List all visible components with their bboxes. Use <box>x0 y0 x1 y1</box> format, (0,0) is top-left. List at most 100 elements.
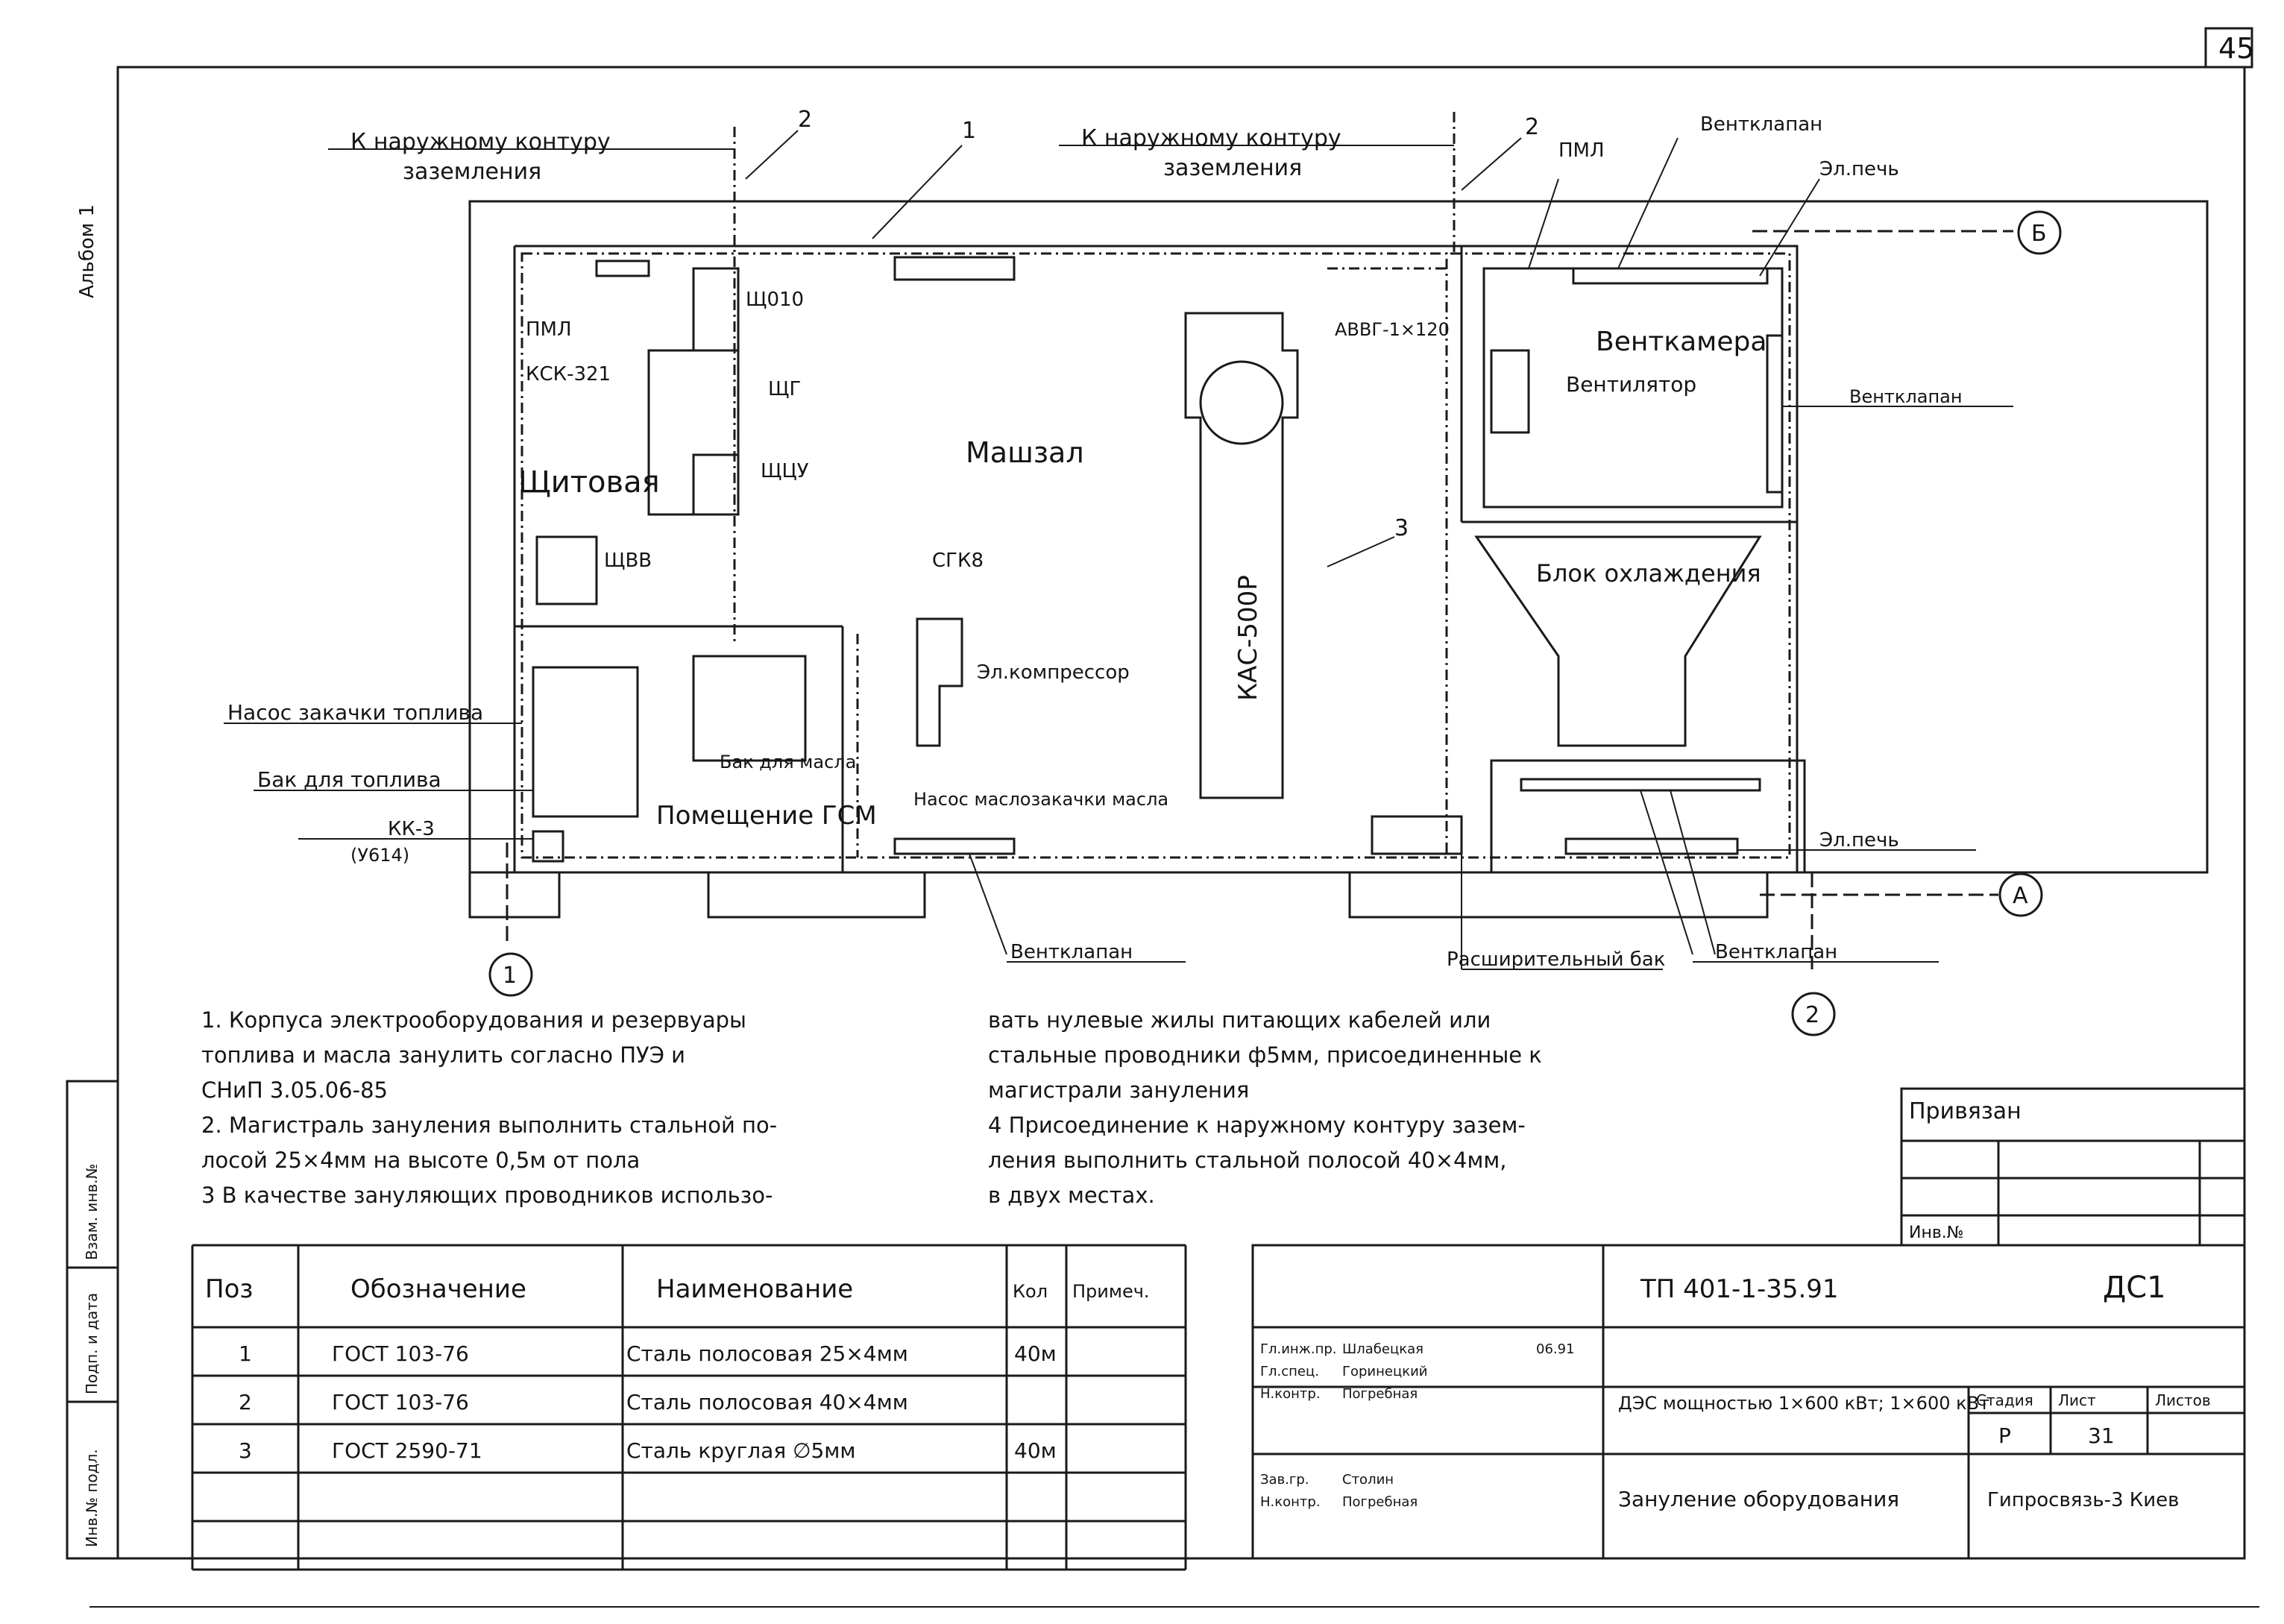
label-compressor: Эл.компрессор <box>977 661 1130 684</box>
spec-cell: Сталь полосовая 40×4мм <box>626 1390 908 1414</box>
spec-table-grid <box>191 1244 1187 1571</box>
spec-cell: 3 <box>239 1438 252 1463</box>
side-stamp-1: Инв.№ подл. <box>83 1449 101 1547</box>
doc-code: ТП 401-1-35.91 <box>1640 1274 1839 1304</box>
note-line: СНиП 3.05.06-85 <box>201 1077 388 1103</box>
outer-contour-right-1: К наружному контуру <box>1081 125 1341 151</box>
spec-cell: ГОСТ 103-76 <box>332 1341 469 1366</box>
organization: Гипросвязь-3 Киев <box>1987 1489 2179 1511</box>
label-stove-bottom: Эл.печь <box>1819 829 1899 852</box>
notes-left: 1. Корпуса электрооборудования и резерву… <box>201 1003 777 1213</box>
axis-1-marker <box>488 952 533 997</box>
building-outline <box>468 200 2209 874</box>
label-fan: Вентилятор <box>1566 372 1696 397</box>
notes-right: вать нулевые жилы питающих кабелей или с… <box>988 1003 1542 1213</box>
sheet-frame <box>116 66 2246 1560</box>
label-pump-oil: Насос маслозакачки масла <box>913 789 1168 810</box>
label-valve-top: Вентклапан <box>1700 113 1822 136</box>
side-stamp-2: Подп. и дата <box>83 1293 101 1394</box>
spec-header: Кол <box>1013 1281 1048 1302</box>
label-oil-tank: Бак для масла <box>720 752 856 772</box>
inv-label: Инв.№ <box>1909 1224 1964 1242</box>
label-kk-code: (У614) <box>350 845 409 866</box>
note-line: в двух местах. <box>988 1183 1155 1208</box>
compressor <box>916 617 963 747</box>
label-pml-left: ПМЛ <box>526 318 572 341</box>
sheet-title: Зануление оборудования <box>1618 1487 1899 1511</box>
pos-1: 1 <box>962 118 976 144</box>
sheet-no-value: 31 <box>2088 1423 2115 1448</box>
room-ventchamber: Венткамера <box>1596 327 1767 357</box>
side-stamp <box>66 1080 119 1560</box>
axis-2: 2 <box>1805 1002 1819 1028</box>
note-line: 1. Корпуса электрооборудования и резерву… <box>201 1007 746 1033</box>
note-line: 4 Присоединение к наружному контуру зазе… <box>988 1112 1526 1138</box>
inner-wall <box>513 245 1799 872</box>
spec-cell: Сталь круглая ∅5мм <box>626 1438 856 1463</box>
outer-contour-right-2: заземления <box>1163 155 1302 181</box>
sig-name-1: Шлабецкая <box>1342 1341 1423 1357</box>
spec-cell: ГОСТ 103-76 <box>332 1390 469 1414</box>
sig-role-2: Гл.спец. <box>1260 1364 1319 1379</box>
spec-cell: 1 <box>239 1341 252 1366</box>
label-shchg: ЩГ <box>768 378 801 400</box>
spec-header: Обозначение <box>350 1274 526 1304</box>
note-line: 2. Магистраль зануления выполнить стальн… <box>201 1112 778 1138</box>
label-ksk: КСК-321 <box>526 363 611 385</box>
sheets-label: Листов <box>2155 1391 2211 1409</box>
cooling-block <box>1474 535 1762 747</box>
page-number: 45 <box>2218 32 2254 65</box>
sheet-label: Лист <box>2058 1391 2096 1409</box>
stage-value: Р <box>1998 1423 2011 1448</box>
sig-role-1: Гл.инж.пр. <box>1260 1341 1337 1357</box>
label-shchu: ЩЦУ <box>761 460 809 482</box>
label-generator: КАС-500Р <box>1233 575 1263 701</box>
note-line: магистрали зануления <box>988 1077 1250 1103</box>
project-title: ДЭС мощностью 1×600 кВт; 1×600 кВт <box>1618 1393 1989 1414</box>
spec-header: Примеч. <box>1072 1281 1150 1302</box>
expansion-tank <box>1371 815 1463 855</box>
label-valve-right: Вентклапан <box>1849 386 1963 407</box>
note-line: вать нулевые жилы питающих кабелей или <box>988 1007 1491 1033</box>
label-pml-right: ПМЛ <box>1558 139 1605 162</box>
note-line: лосой 25×4мм на высоте 0,5м от пола <box>201 1148 641 1173</box>
sig-date-1: 06.91 <box>1536 1341 1575 1357</box>
room-shchitovaya: Щитовая <box>518 465 660 500</box>
spec-header: Поз <box>205 1274 253 1304</box>
note-line: ления выполнить стальной полосой 40×4мм, <box>988 1148 1507 1173</box>
axis-a: А <box>2013 883 2028 909</box>
outer-contour-left-1: К наружному контуру <box>350 129 611 155</box>
label-expansion-tank: Расширительный бак <box>1447 948 1665 971</box>
label-stove-top: Эл.печь <box>1819 158 1899 180</box>
bound-box <box>1900 1087 2246 1247</box>
generator <box>1184 312 1299 799</box>
fuel-tank <box>532 666 639 818</box>
sig-name-3: Погребная <box>1342 1386 1418 1402</box>
album-label: Альбом 1 <box>76 204 98 298</box>
label-valve-bottom-right: Вентклапан <box>1715 941 1837 963</box>
label-kk: КК-3 <box>388 818 435 840</box>
label-pump-fuel: Насос закачки топлива <box>227 700 483 725</box>
outer-contour-left-2: заземления <box>403 159 541 185</box>
pos-2-right: 2 <box>1525 114 1539 140</box>
sig-name-5: Погребная <box>1342 1494 1418 1510</box>
axis-b: Б <box>2031 221 2047 247</box>
sig-name-4: Столин <box>1342 1472 1394 1488</box>
axis-b-marker <box>2017 210 2062 255</box>
pos-3: 3 <box>1394 515 1409 541</box>
pos-2-left: 2 <box>798 107 812 133</box>
sheet-code: ДС1 <box>2103 1271 2166 1305</box>
stage-label: Стадия <box>1976 1391 2033 1409</box>
label-cable: АВВГ-1×120 <box>1335 319 1450 340</box>
generator-circle <box>1199 360 1284 445</box>
title-block <box>1251 1244 2246 1560</box>
note-line: стальные проводники ф5мм, присоединенные… <box>988 1042 1542 1068</box>
room-mashzal: Машзал <box>966 436 1084 469</box>
spec-cell: 40м <box>1014 1438 1057 1463</box>
sig-role-5: Н.контр. <box>1260 1494 1321 1510</box>
side-stamp-3: Взам. инв.№ <box>83 1164 101 1260</box>
oil-tank <box>692 655 807 762</box>
sig-role-3: Н.контр. <box>1260 1386 1321 1402</box>
